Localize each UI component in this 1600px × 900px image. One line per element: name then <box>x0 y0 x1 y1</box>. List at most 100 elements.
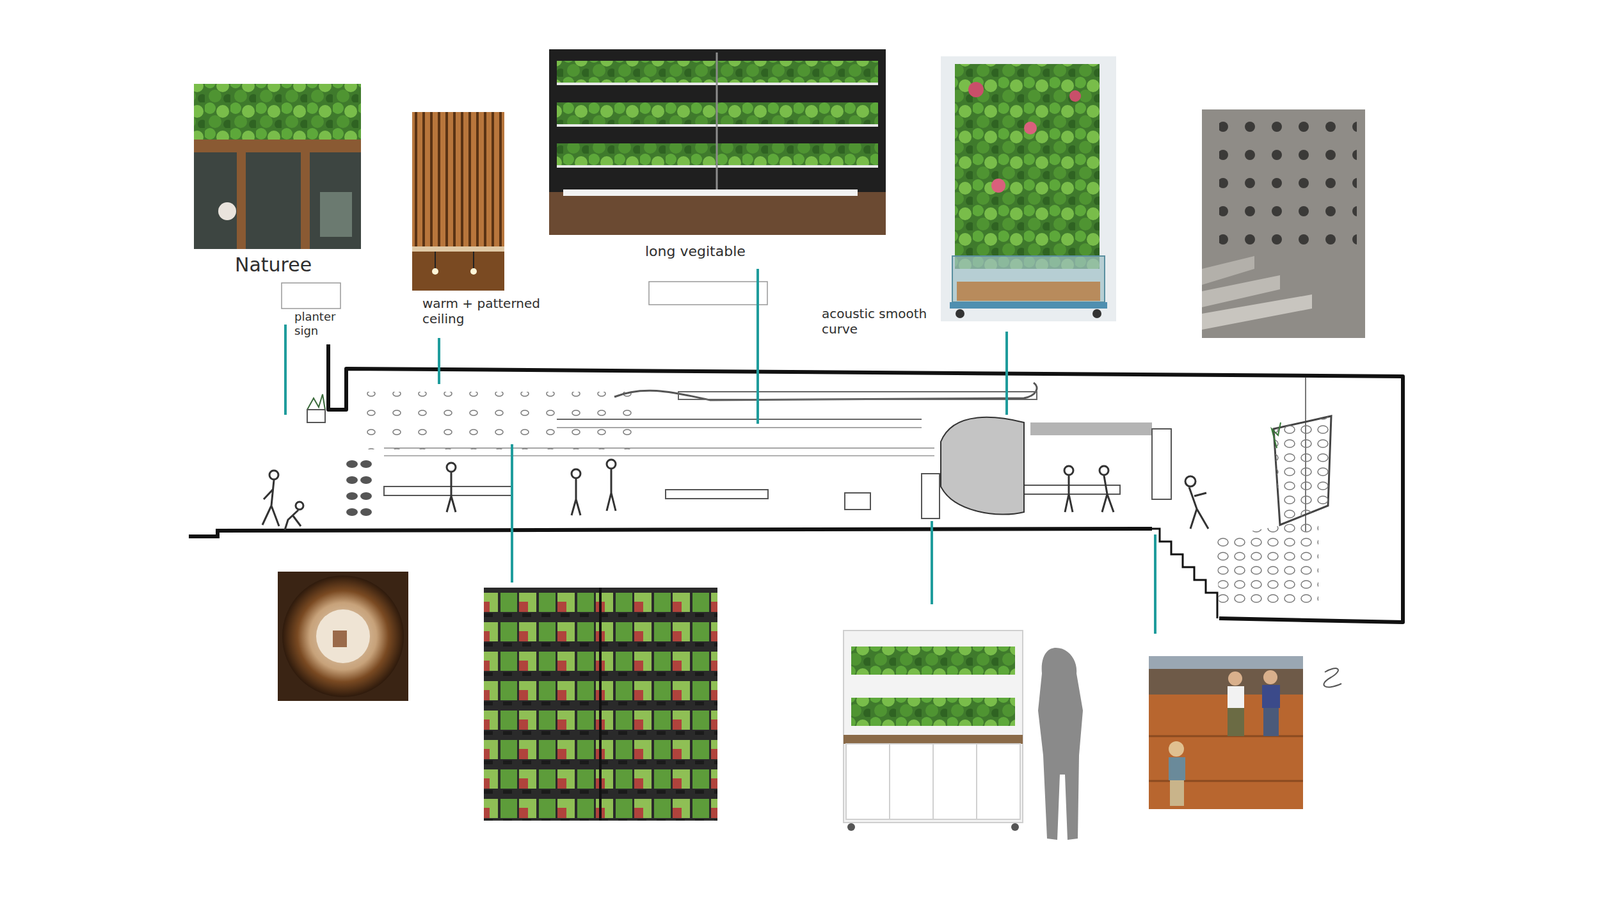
ceiling-pattern <box>358 391 640 450</box>
produce-sketch <box>346 508 358 516</box>
sketch-note: Naturee <box>234 253 331 277</box>
door-line <box>932 743 934 820</box>
stair-step <box>1201 256 1255 285</box>
counter <box>384 486 512 496</box>
counter <box>665 489 768 499</box>
water-tank <box>952 256 1105 303</box>
person-sketch <box>1099 465 1114 512</box>
child-head <box>1228 671 1243 686</box>
pendant-cord <box>434 251 436 269</box>
storefront-photo <box>193 83 361 249</box>
section-outline <box>328 344 1403 623</box>
planter-sketch <box>1030 422 1152 436</box>
squiggle <box>1324 668 1342 687</box>
light-strip <box>412 246 505 252</box>
sign-sketch <box>281 282 341 309</box>
floor-line <box>188 528 1152 537</box>
produce-sketch <box>346 492 358 500</box>
counter-top <box>563 189 858 196</box>
shelf-post <box>716 52 719 190</box>
door-line <box>888 743 891 820</box>
seating-steps <box>1216 518 1319 608</box>
door-planter <box>307 394 326 410</box>
produce-sketch <box>360 476 372 484</box>
fence-photo <box>1148 656 1304 809</box>
sketch-note: long vegitable <box>645 243 786 260</box>
leader-line <box>930 520 934 605</box>
bulb <box>470 268 477 275</box>
shelf-line <box>384 455 935 457</box>
peephole-figure <box>332 630 347 648</box>
leader-line <box>1005 331 1008 415</box>
shelf-line <box>384 447 935 449</box>
peephole-view <box>316 609 370 664</box>
plant-sketch <box>1271 422 1281 448</box>
person-sketch <box>446 462 456 512</box>
long-planter <box>678 391 1037 400</box>
wood-beam <box>193 139 361 153</box>
sketch-note: warm + patterned ceiling <box>422 295 557 327</box>
child-legs <box>1263 707 1279 736</box>
flower <box>991 178 1006 193</box>
door-planter-pot <box>307 409 326 423</box>
leader-line <box>284 324 287 415</box>
shelf-divider <box>599 587 602 821</box>
wheel <box>847 823 856 831</box>
stairs <box>1152 528 1218 619</box>
child-body <box>1227 686 1245 708</box>
flower <box>968 81 984 98</box>
produce-sketch <box>360 460 372 468</box>
peephole-photo <box>277 571 409 701</box>
cart <box>844 492 871 510</box>
produce-sketch <box>360 508 372 516</box>
produce-sketch <box>346 476 358 484</box>
green-wall-photo <box>940 56 1117 322</box>
shop-window <box>193 152 361 249</box>
child-head <box>1168 741 1184 757</box>
flower <box>1069 90 1081 102</box>
shelf-note-sketch <box>648 281 768 305</box>
timber-slats <box>412 112 505 247</box>
child-head <box>1263 670 1278 685</box>
shop-sign <box>218 202 237 221</box>
wheel <box>1011 823 1019 831</box>
wood-post <box>300 152 310 249</box>
grow-cabinet <box>843 630 1023 823</box>
produce-sketch <box>346 460 358 468</box>
cart-base <box>949 302 1108 309</box>
leader-line <box>510 444 514 583</box>
shelf-line <box>556 418 922 420</box>
concrete-photo <box>1201 109 1366 338</box>
living-wall <box>954 64 1100 269</box>
person-sketch <box>1064 465 1074 512</box>
child-body <box>1168 757 1186 781</box>
flower <box>1024 121 1037 135</box>
wood-post <box>236 152 246 249</box>
wheel <box>955 309 965 319</box>
leader-line <box>756 268 760 424</box>
ladder <box>1152 428 1172 500</box>
tank-soil <box>956 281 1101 301</box>
child-body <box>1262 684 1280 708</box>
shelf-line <box>556 426 922 429</box>
wheel <box>1092 309 1102 319</box>
green-awning <box>193 83 361 142</box>
fence-rail <box>1148 735 1304 738</box>
sketch-note: planter sign <box>294 309 342 338</box>
person-silhouette <box>1038 647 1083 840</box>
bulb <box>432 268 439 275</box>
window-reflection <box>320 192 352 237</box>
shelf-photo <box>549 49 886 235</box>
ceiling-photo <box>412 112 505 291</box>
perforated-wall <box>1219 121 1357 250</box>
child-sketch <box>284 501 304 530</box>
cabinet-doors <box>846 743 1021 820</box>
person-sketch <box>1185 476 1209 529</box>
grow-cabinet-sketch <box>921 473 940 519</box>
stair-step <box>1201 294 1312 330</box>
person-sketch <box>262 470 280 527</box>
green-wall-sketch <box>940 417 1024 515</box>
wood-fence <box>1148 694 1304 809</box>
produce-sketch <box>360 492 372 500</box>
